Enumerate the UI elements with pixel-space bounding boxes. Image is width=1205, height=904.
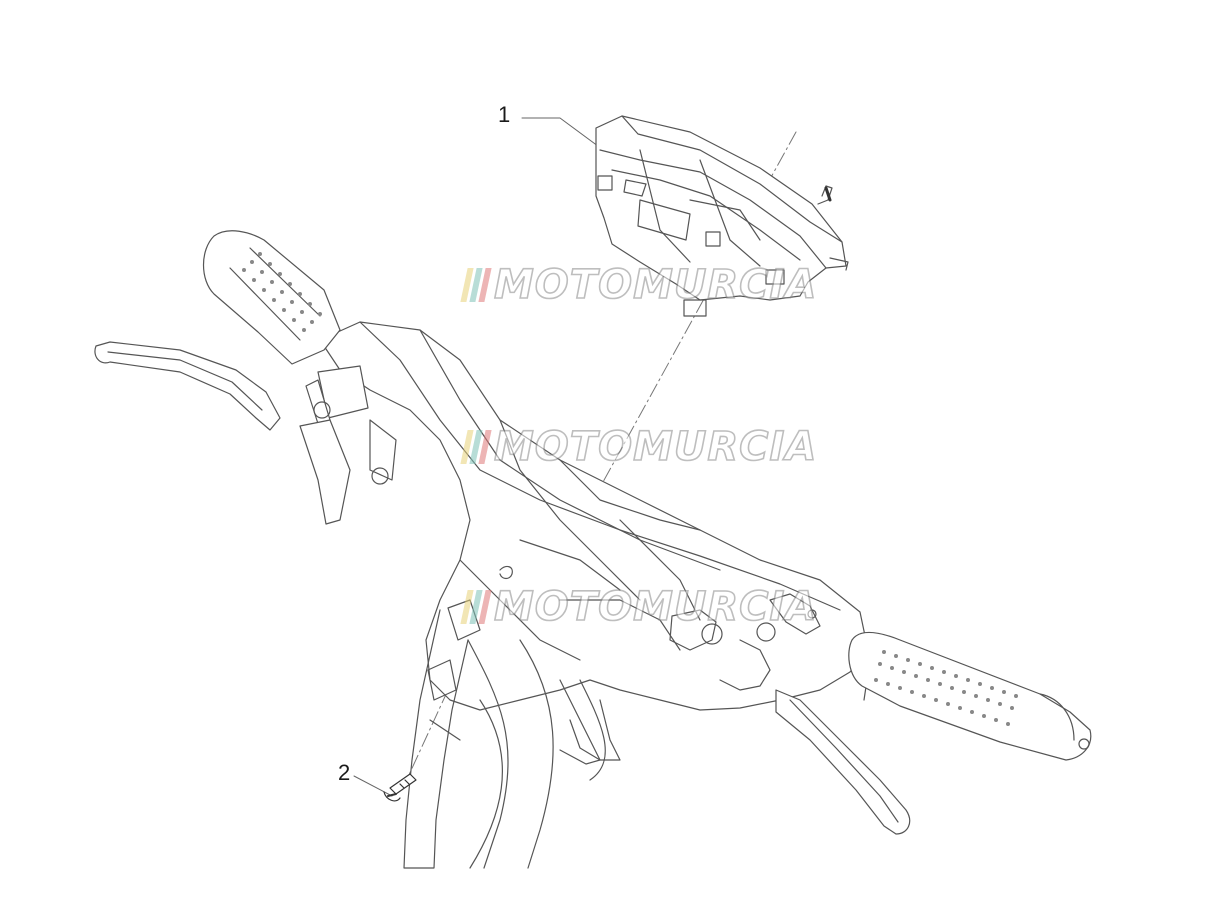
right-grip [848, 631, 1092, 761]
callout-leader-lines [353, 117, 607, 797]
right-brake-lever [775, 689, 911, 835]
leader-line-1 [521, 117, 607, 153]
callout-number-1: 1 [498, 102, 511, 127]
axis-line-screw [401, 689, 449, 791]
left-brake-lever [94, 341, 281, 431]
screw-part [383, 773, 417, 802]
left-grip [203, 230, 341, 365]
leader-line-2 [353, 775, 393, 797]
left-master-cylinder [299, 365, 397, 525]
callout-number-2: 2 [338, 760, 351, 785]
instrument-cluster-part [595, 115, 849, 317]
handlebar-assembly [94, 230, 1092, 869]
